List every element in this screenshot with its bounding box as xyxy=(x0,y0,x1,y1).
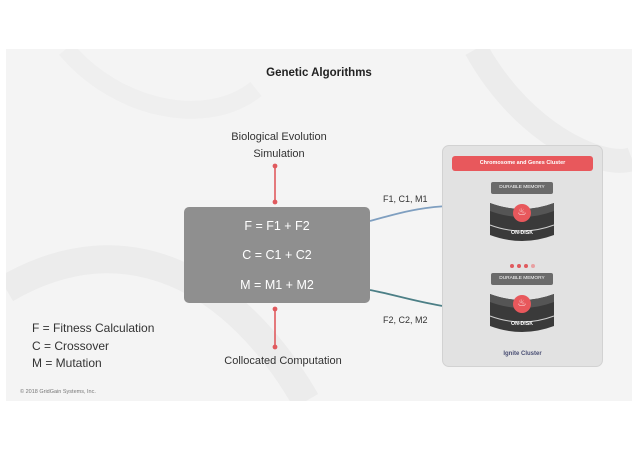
bottom-label: Collocated Computation xyxy=(224,355,342,367)
top-connector xyxy=(272,163,278,205)
background-swirl xyxy=(6,49,632,401)
formula-fitness: F = F1 + F2 xyxy=(244,219,310,233)
legend-mutation: M = Mutation xyxy=(32,356,102,370)
durable-memory-label: DURABLE MEMORY xyxy=(491,182,553,194)
on-disk-label: ON-DISK xyxy=(511,230,533,236)
cluster-footer: Ignite Cluster xyxy=(503,351,542,357)
top-label: Biological Evolution Simulation xyxy=(209,129,349,163)
top-label-line2: Simulation xyxy=(253,148,305,160)
diagram-title: Genetic Algorithms xyxy=(266,67,372,79)
flame-icon: ♨ xyxy=(513,295,531,313)
cluster-node-2: DURABLE MEMORY ♨ ON-DISK xyxy=(489,273,555,335)
top-label-line1: Biological Evolution xyxy=(231,131,327,143)
on-disk-label: ON-DISK xyxy=(511,321,533,327)
upper-arrow-label: F1, C1, M1 xyxy=(383,194,428,204)
slide: Genetic Algorithms Biological Evolution … xyxy=(6,49,632,401)
legend-crossover: C = Crossover xyxy=(32,338,110,353)
legend-fitness: F = Fitness Calculation xyxy=(32,321,155,335)
bottom-connector xyxy=(272,306,278,350)
durable-memory-label: DURABLE MEMORY xyxy=(491,273,553,285)
lower-arrow-label: F2, C2, M2 xyxy=(383,315,428,325)
more-nodes-dots xyxy=(510,255,538,268)
cluster-header: Chromosome and Genes Cluster xyxy=(452,156,593,171)
ignite-cluster-panel: Chromosome and Genes Cluster DURABLE MEM… xyxy=(442,145,603,367)
formula-box: F = F1 + F2 C = C1 + C2 M = M1 + M2 xyxy=(184,207,370,303)
cluster-node-1: DURABLE MEMORY ♨ ON-DISK xyxy=(489,182,555,244)
formula-crossover: C = C1 + C2 xyxy=(242,248,312,262)
formula-mutation: M = M1 + M2 xyxy=(240,278,314,292)
copyright: © 2018 GridGain Systems, Inc. xyxy=(20,389,96,395)
flame-icon: ♨ xyxy=(513,204,531,222)
legend: F = Fitness Calculation C = Crossover M … xyxy=(32,320,154,373)
